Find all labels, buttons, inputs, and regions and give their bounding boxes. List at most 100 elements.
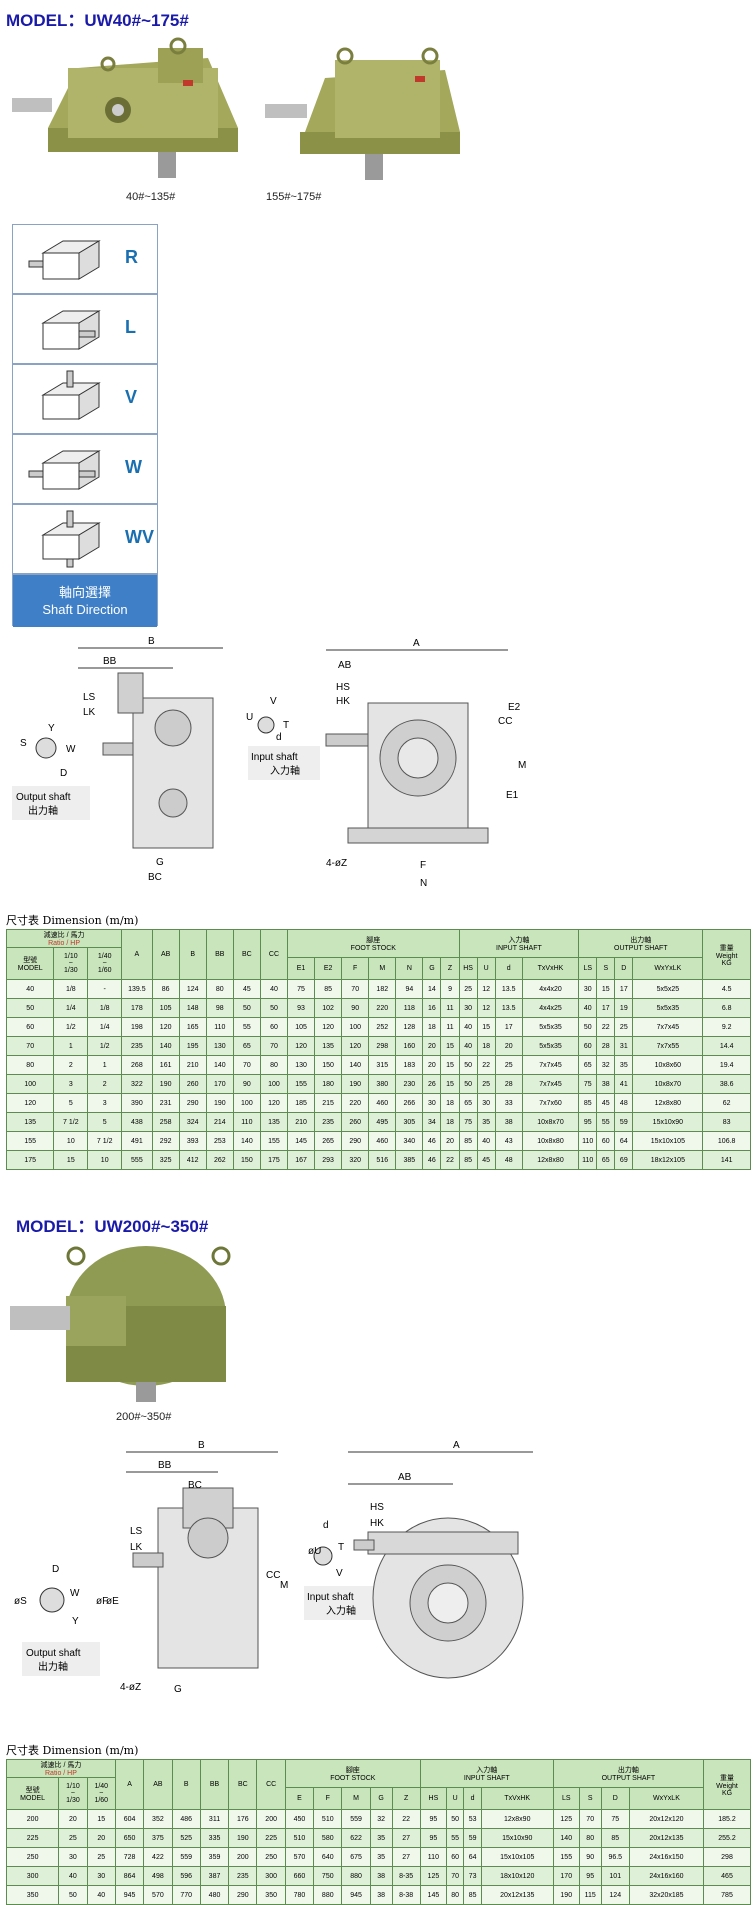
table-cell: 50 — [5, 998, 55, 1018]
table-cell: 728 — [114, 1847, 145, 1867]
table-cell: 60 — [596, 1131, 616, 1151]
table1-sub-u: U — [476, 957, 496, 980]
shaft-direction-w: W — [13, 435, 157, 505]
table-cell: 10 — [87, 1150, 123, 1170]
shaft-direction-footer-cn: 軸向選擇 — [58, 585, 111, 600]
table2-sub-z: Z — [391, 1787, 421, 1810]
table-cell: 8-38 — [391, 1885, 421, 1905]
table-cell: 225 — [256, 1828, 286, 1848]
table-cell: 38 — [494, 1112, 523, 1132]
table-cell: 491 — [121, 1131, 153, 1151]
table-cell: 220 — [368, 998, 397, 1018]
table-cell: 85 — [463, 1885, 482, 1905]
dim2-bc: BC — [188, 1480, 202, 1491]
table-cell: 175 — [5, 1150, 55, 1170]
table-cell: 214 — [205, 1112, 234, 1132]
table-cell: 69 — [614, 1150, 634, 1170]
table1-sub-z: Z — [440, 957, 460, 980]
dim1-bb: BB — [103, 656, 117, 667]
table-cell: 45 — [232, 979, 261, 999]
table-cell: 75 — [458, 1112, 478, 1132]
table-cell: 50 — [445, 1809, 465, 1829]
table-cell: 40 — [458, 1017, 478, 1037]
table-cell: 262 — [205, 1150, 234, 1170]
table-cell: 120 — [5, 1093, 55, 1113]
table-cell: 15 — [440, 1036, 460, 1056]
dim2-d: D — [52, 1564, 59, 1575]
table-cell: 570 — [143, 1885, 173, 1905]
photo-caption-200-350: 200#~350# — [116, 1411, 172, 1423]
table-cell: 20 — [422, 1055, 442, 1075]
table-cell: 35 — [614, 1055, 634, 1075]
table2-sub-ls: LS — [552, 1787, 580, 1810]
table-cell: 85 — [314, 979, 343, 999]
table-cell: 48 — [494, 1150, 523, 1170]
table-cell: 59 — [463, 1828, 482, 1848]
dim2-bb: BB — [158, 1460, 172, 1471]
table-cell: 101 — [600, 1866, 630, 1886]
table-cell: 20x12x120 — [628, 1809, 705, 1829]
table-cell: 150 — [232, 1150, 261, 1170]
table-cell: 10x8x70 — [521, 1112, 580, 1132]
table-cell: 14 — [422, 979, 442, 999]
dim1-s: S — [20, 738, 27, 749]
table-cell: 40 — [458, 1036, 478, 1056]
dim1-lk: LK — [83, 707, 96, 718]
table-cell: 20 — [58, 1809, 88, 1829]
table-cell: 5x5x25 — [632, 979, 704, 999]
table-cell: 322 — [121, 1074, 153, 1094]
table-cell: 45 — [476, 1150, 496, 1170]
table-cell: 20x12x135 — [480, 1885, 554, 1905]
table-cell: 320 — [341, 1150, 370, 1170]
table-cell: 486 — [171, 1809, 201, 1829]
table-cell: 5 — [87, 1112, 123, 1132]
table-cell: 90 — [341, 998, 370, 1018]
table-cell: 15 — [596, 979, 616, 999]
table-cell: 100 — [259, 1074, 289, 1094]
dim2-b: B — [198, 1440, 205, 1451]
table-cell: 770 — [171, 1885, 201, 1905]
dim2-a: A — [453, 1440, 460, 1451]
table-cell: 450 — [284, 1809, 315, 1829]
table-cell: 64 — [463, 1847, 482, 1867]
shaft-direction-v: V — [13, 365, 157, 435]
t2-h-110: 1/10~1/30 — [58, 1777, 88, 1810]
dim1-hk: HK — [336, 696, 350, 707]
table-cell: 110 — [578, 1131, 598, 1151]
gearbox-v-icon — [41, 370, 101, 420]
table-cell: 50 — [458, 1055, 478, 1075]
table-cell: 864 — [114, 1866, 145, 1886]
table-cell: 20 — [86, 1828, 116, 1848]
table-cell: 1 — [87, 1055, 123, 1075]
table-cell: 160 — [395, 1036, 424, 1056]
table-cell: 32 — [596, 1055, 616, 1075]
table-cell: 48 — [614, 1093, 634, 1113]
table-cell: 35 — [369, 1847, 393, 1867]
t1-h-bc: BC — [232, 929, 261, 980]
table-cell: 60 — [578, 1036, 598, 1056]
table-cell: 19 — [614, 998, 634, 1018]
table-cell: 46 — [422, 1150, 442, 1170]
table2-sub-txvxhk: TxVxHK — [480, 1787, 554, 1810]
dim1-z: 4-øZ — [326, 858, 347, 869]
table-cell: 45 — [596, 1093, 616, 1113]
table-cell: 80 — [578, 1828, 602, 1848]
table-cell: 65 — [578, 1055, 598, 1075]
table-cell: 359 — [199, 1847, 230, 1867]
table-cell: 70 — [445, 1866, 465, 1886]
dim1-y: Y — [48, 723, 55, 734]
table-cell: 155 — [552, 1847, 580, 1867]
shaft-direction-l-label: L — [125, 317, 136, 337]
dim1-d: D — [60, 768, 67, 779]
shaft-direction-l: L — [13, 295, 157, 365]
table-cell: 80 — [259, 1055, 289, 1075]
table-cell: 3 — [87, 1093, 123, 1113]
table-cell: 22 — [476, 1055, 496, 1075]
table-cell: 12x8x90 — [480, 1809, 554, 1829]
table-cell: 17 — [596, 998, 616, 1018]
